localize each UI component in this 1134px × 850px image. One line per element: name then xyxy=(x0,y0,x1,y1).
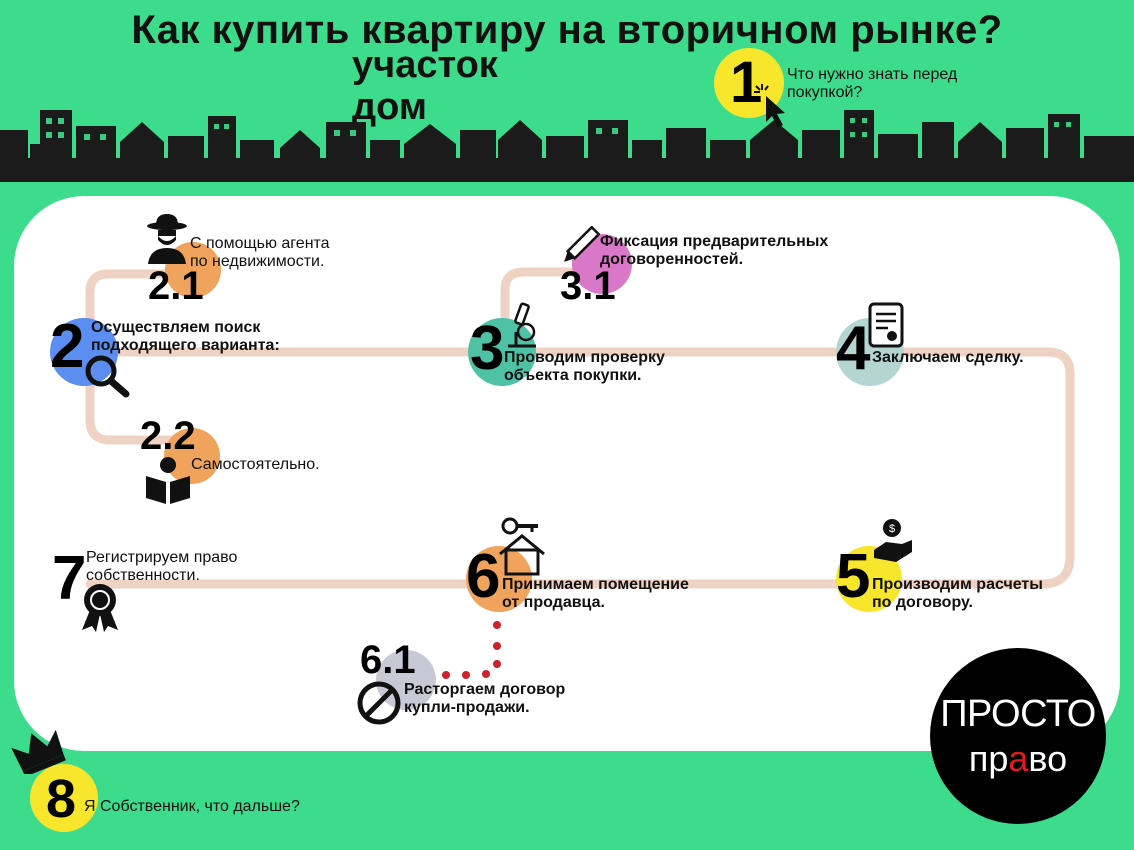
step-6-1-circle xyxy=(376,650,436,710)
reading-person-icon xyxy=(146,457,190,504)
spy-agent-icon xyxy=(147,214,187,264)
step-2-number: 2 xyxy=(50,312,85,381)
money-hand-icon: $ xyxy=(874,519,912,562)
step-3-number: 3 xyxy=(470,314,505,383)
step-2-1-number: 2.1 xyxy=(148,264,204,308)
magnifier-icon xyxy=(85,355,130,398)
step-3-circle xyxy=(468,318,536,386)
forbidden-icon xyxy=(357,681,401,725)
logo-line-1: ПРОСТО xyxy=(940,693,1096,735)
step-1-number: 1 xyxy=(730,50,763,115)
page-title: Как купить квартиру на вторичном рынке? xyxy=(131,8,1003,52)
step-6-number: 6 xyxy=(466,542,501,611)
step-8-circle xyxy=(30,764,98,832)
pencil-icon xyxy=(564,226,600,262)
crown-icon xyxy=(11,729,66,774)
microscope-icon xyxy=(508,302,536,348)
step-7-number: 7 xyxy=(52,544,87,613)
subtitle-house: дом xyxy=(352,86,427,128)
step-2-2-number: 2.2 xyxy=(140,414,196,458)
prosto-pravo-logo: ПРОСТО право xyxy=(930,648,1106,824)
step-8-number: 8 xyxy=(46,769,77,829)
award-ribbon-icon xyxy=(82,584,118,632)
city-skyline-illustration xyxy=(0,110,1134,182)
step-3-1-number: 3.1 xyxy=(560,264,616,308)
svg-text:$: $ xyxy=(889,523,895,535)
step-6-1-number: 6.1 xyxy=(360,638,416,682)
cursor-icon[interactable] xyxy=(754,84,794,130)
subtitle-plot: участок xyxy=(352,44,498,86)
document-icon xyxy=(868,302,904,348)
step-5-number: 5 xyxy=(836,542,871,611)
step-2-2-label: Самостоятельно. xyxy=(191,456,320,473)
step-2-circle xyxy=(50,318,118,386)
step-6-circle xyxy=(466,546,532,612)
house-key-icon xyxy=(499,517,545,576)
logo-line-2: право xyxy=(968,738,1068,779)
step-2-2-circle xyxy=(164,428,220,484)
step-4-number: 4 xyxy=(836,314,871,383)
step-8-label: Я Собственник, что дальше? xyxy=(84,798,300,815)
step-4-label: Заключаем сделку. xyxy=(872,349,1024,366)
